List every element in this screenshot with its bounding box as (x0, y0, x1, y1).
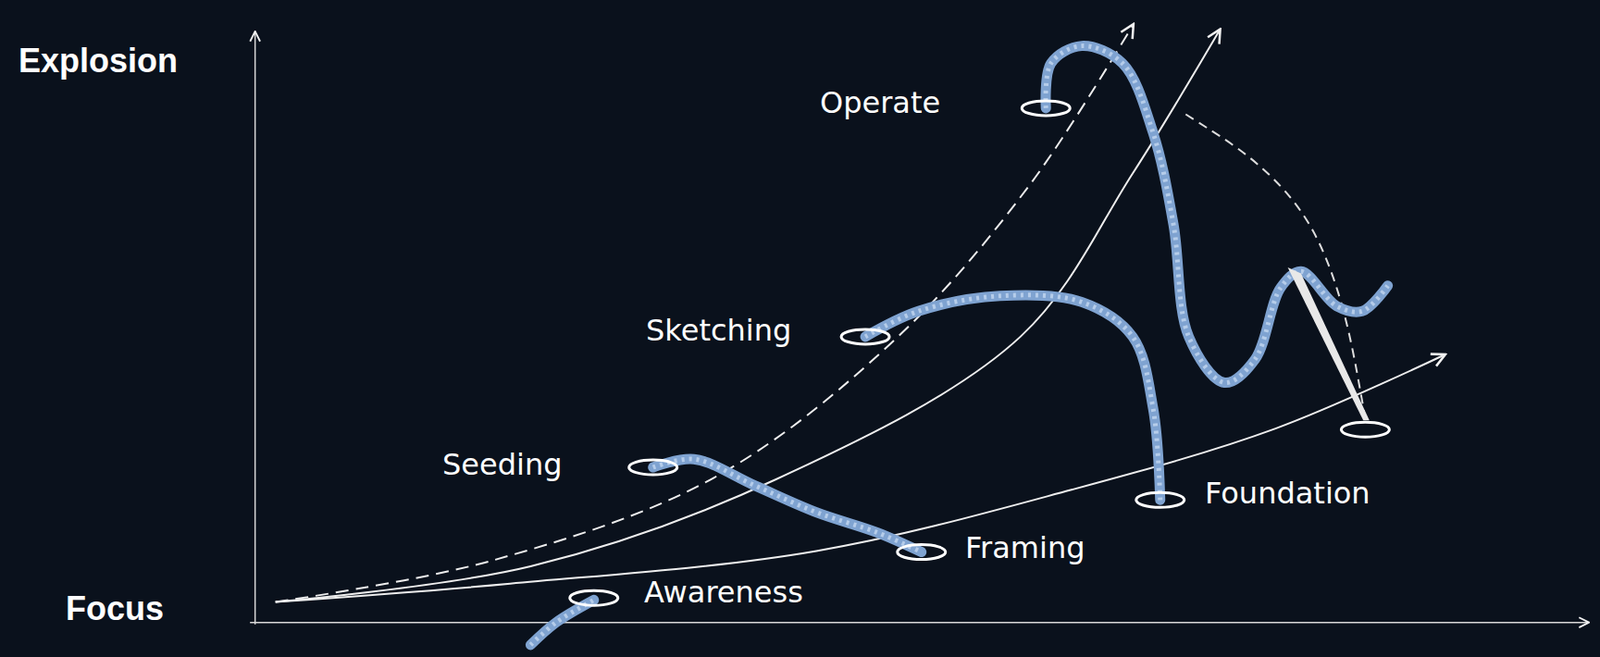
stage-ring (1021, 100, 1070, 116)
stage-label: Seeding (439, 447, 565, 483)
rope (653, 458, 922, 553)
rope (865, 295, 1161, 500)
x-axis (249, 621, 1588, 624)
growth-curve (275, 355, 1445, 603)
stage-label: Sketching (643, 313, 794, 348)
stage-label: Framing (962, 531, 1089, 566)
stage-label: Foundation (1202, 476, 1374, 511)
stage-ring (629, 459, 678, 475)
stage-label: Awareness (641, 575, 807, 610)
stage-ring (1340, 421, 1390, 437)
rope-twist (530, 599, 594, 645)
rope (1045, 46, 1389, 384)
axis-label: Focus (62, 589, 167, 628)
stage-ring (841, 329, 890, 345)
y-axis (254, 32, 257, 625)
stage-ring (570, 590, 619, 606)
rope-twist (865, 295, 1161, 500)
needle (1288, 267, 1370, 421)
stage-ring (1136, 492, 1185, 508)
growth-curve (275, 30, 1220, 603)
growth-curve (275, 25, 1133, 603)
stage-label: Operate (817, 86, 943, 121)
stage-ring (897, 545, 946, 560)
axis-label: Explosion (15, 41, 181, 80)
rope-twist (1045, 46, 1389, 384)
rope (530, 599, 594, 645)
rope-twist (653, 458, 922, 553)
